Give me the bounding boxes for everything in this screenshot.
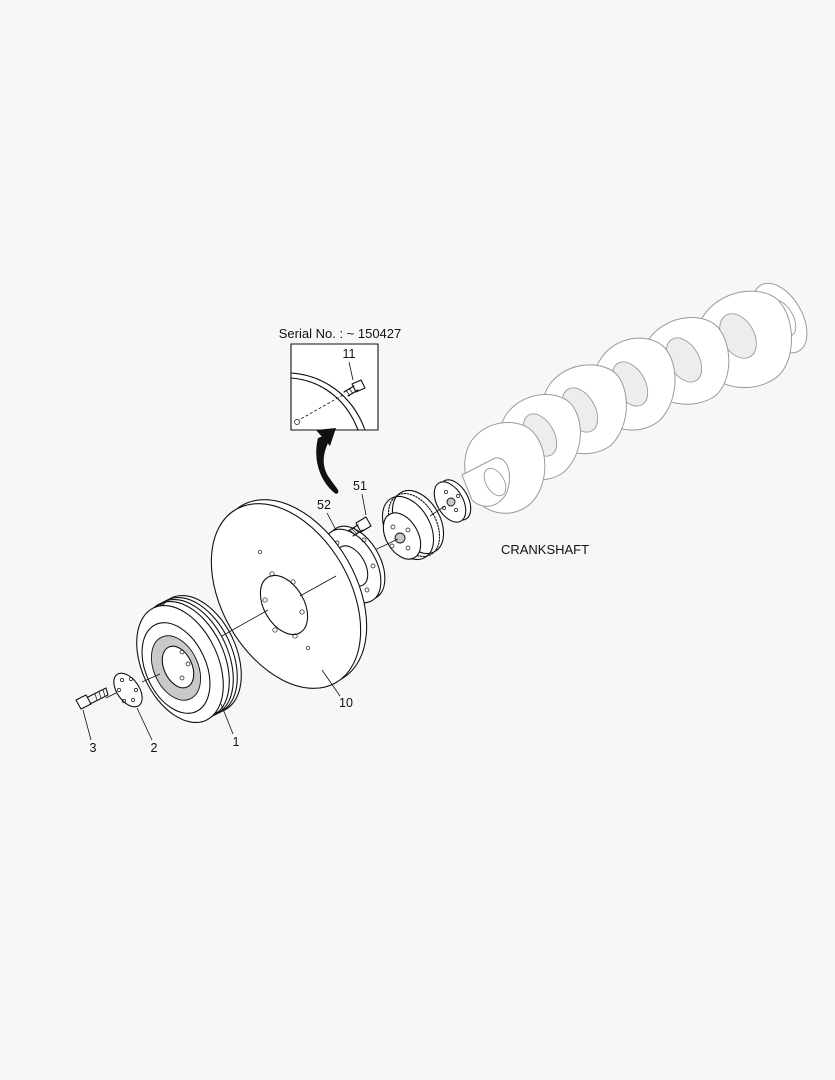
inset-pointer-arrow [316,432,339,494]
axis-line-washer [141,673,161,683]
hub-flange [433,479,472,523]
timing-gear [381,490,445,560]
crankshaft-illustration [461,282,808,514]
callout-2: 2 [151,741,158,755]
axis-line-rear [429,505,446,517]
callout-1: 1 [233,735,240,749]
inset-rim-arc [290,377,359,431]
inset-caption: Serial No. : ~ 150427 [279,326,402,341]
inset-detail: Serial No. : ~ 150427 11 [279,326,402,494]
leader-11 [348,361,354,381]
washer-plate [113,672,143,708]
callout-10: 10 [339,696,353,710]
bolt-3 [75,687,109,710]
axis-line-pulley [221,609,269,637]
bolt-51 [347,516,372,537]
axis-line-mid [299,575,337,597]
crankshaft-label: CRANKSHAFT [501,542,589,557]
callout-3: 3 [90,741,97,755]
callout-11: 11 [343,347,356,361]
vibration-damper [210,499,368,689]
pulley [136,595,242,723]
callouts: 51 52 10 1 2 3 CRANKSHAFT [82,479,589,755]
callout-51: 51 [353,479,367,493]
callout-52: 52 [317,498,331,512]
